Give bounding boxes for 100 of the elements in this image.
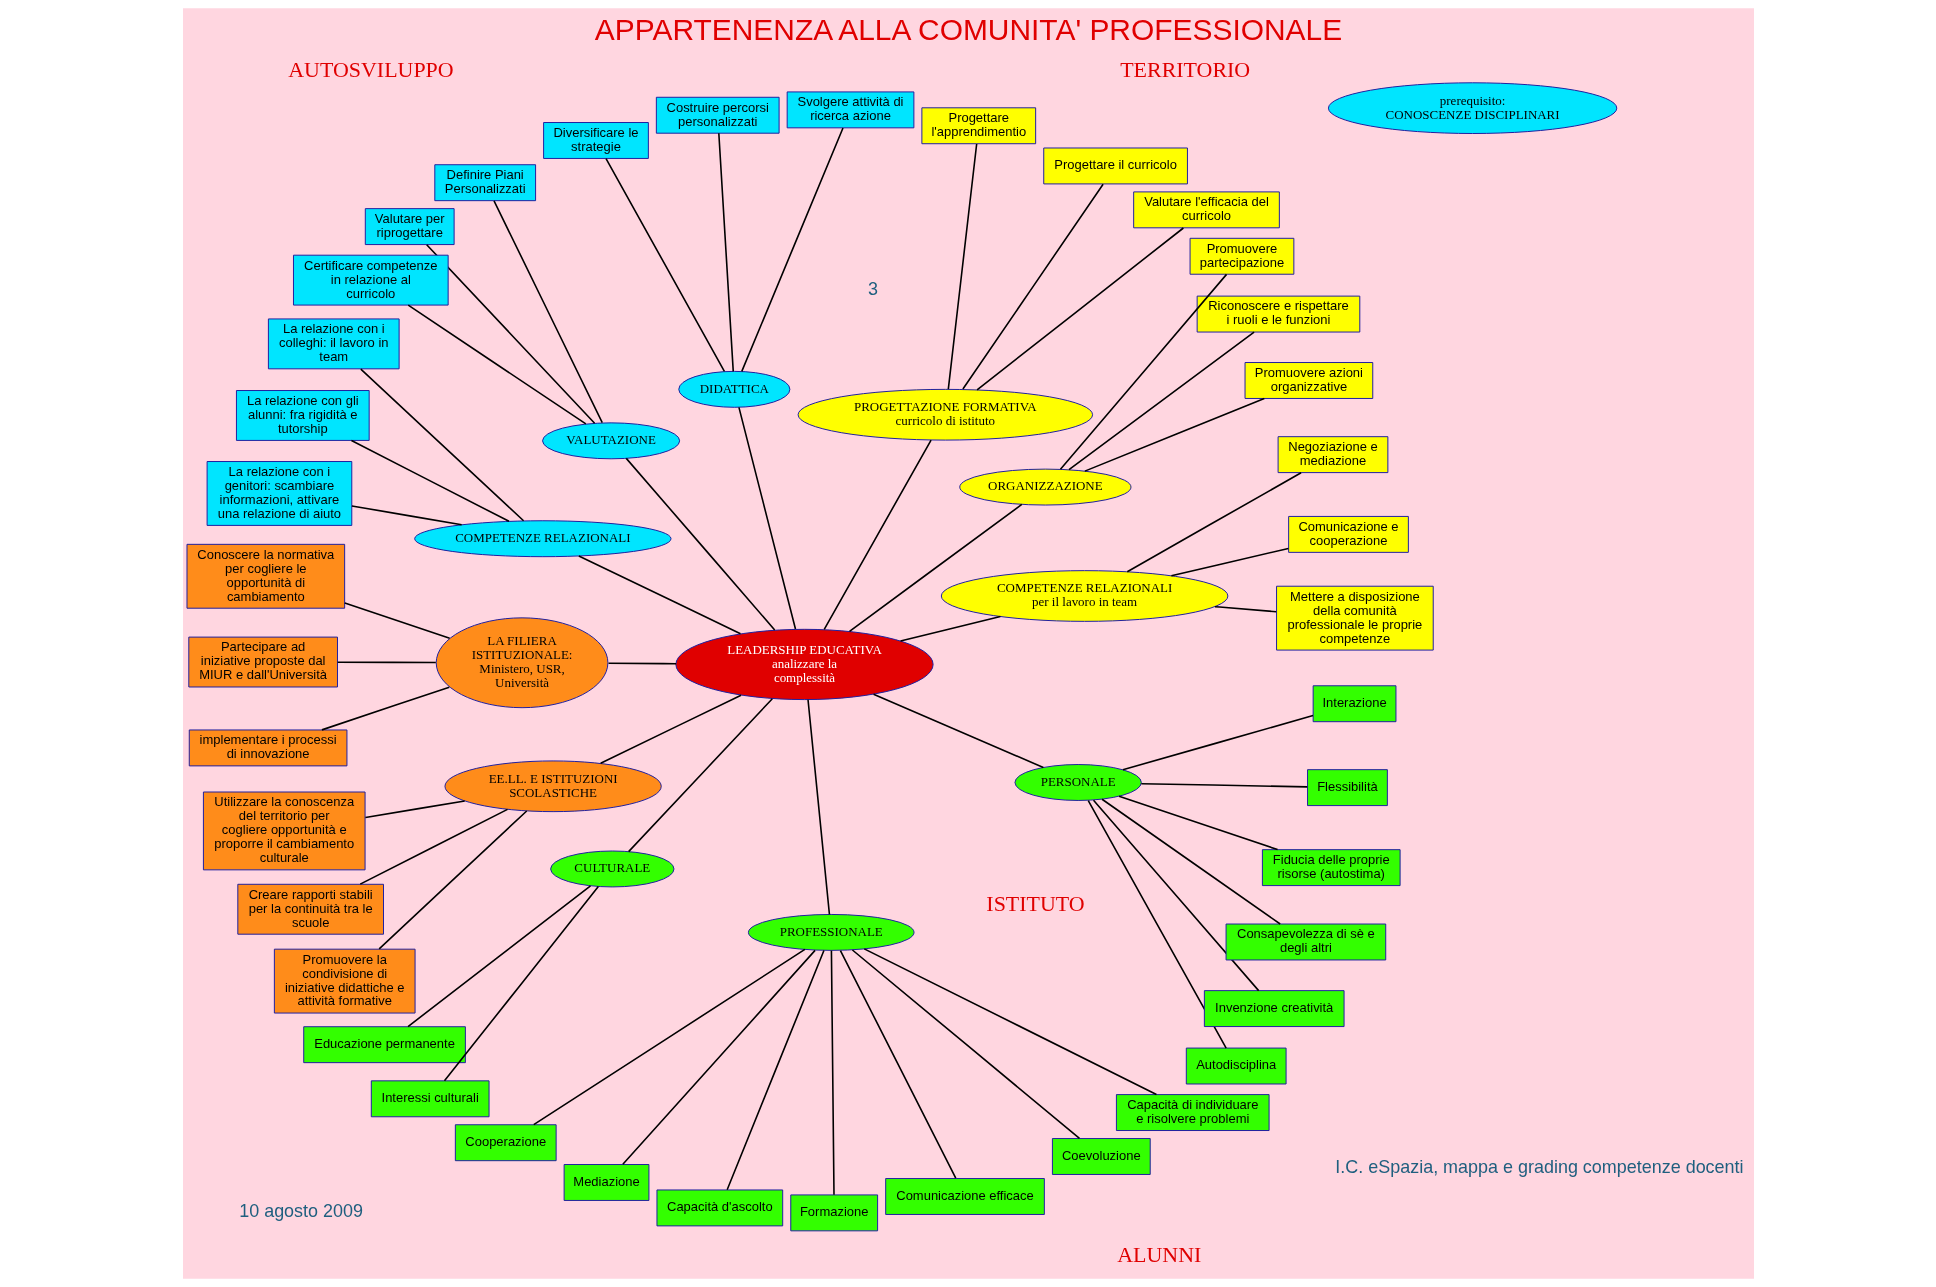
node-box: implementare i processi di innovazione bbox=[188, 729, 347, 767]
connector bbox=[740, 127, 844, 373]
connector bbox=[737, 406, 796, 630]
connector bbox=[532, 948, 806, 1126]
connector bbox=[1059, 273, 1227, 471]
connector bbox=[425, 243, 595, 425]
connector bbox=[406, 304, 587, 425]
connector bbox=[358, 808, 508, 885]
node-box: Fiducia delle proprie risorse (autostima) bbox=[1261, 849, 1401, 887]
connector bbox=[839, 949, 957, 1179]
node-box: La relazione con i genitori: scambiare informazioni, attivare una relazione di aiuto bbox=[206, 461, 352, 526]
node-box: Promuovere partecipazione bbox=[1189, 237, 1294, 275]
label: I.C. eSpazia, mappa e grading competenze docenti bbox=[1334, 1157, 1744, 1178]
node-ellipse: LA FILIERA ISTITUZIONALE: Ministero, USR, Università bbox=[435, 617, 608, 709]
node-box: Formazione bbox=[789, 1194, 878, 1232]
node-box: La relazione con gli alunni: fra rigidità e tutorship bbox=[235, 390, 370, 441]
connector bbox=[350, 505, 462, 526]
connector bbox=[830, 949, 835, 1196]
node-box: Mediazione bbox=[563, 1164, 649, 1201]
connector bbox=[336, 661, 437, 664]
node-ellipse: PROGETTAZIONE FORMATIVA curricolo di istituto bbox=[797, 388, 1093, 441]
node-ellipse: COMPETENZE RELAZIONALI bbox=[413, 520, 672, 558]
node-box: Negoziazione e mediazione bbox=[1277, 436, 1388, 474]
node-box: Interessi culturali bbox=[370, 1080, 490, 1118]
node-box: Definire Piani Personalizzati bbox=[433, 164, 536, 202]
connector bbox=[1092, 799, 1259, 992]
node-box: Educazione permanente bbox=[302, 1026, 466, 1064]
connector bbox=[1213, 605, 1277, 613]
connector bbox=[627, 697, 773, 853]
connector bbox=[599, 694, 742, 765]
node-box: Mettere a disposizione della comunità professionale le proprie competenze bbox=[1275, 585, 1434, 651]
node-ellipse: PROFESSIONALE bbox=[747, 913, 915, 951]
connector bbox=[899, 615, 1001, 642]
connector bbox=[443, 885, 599, 1082]
connector bbox=[364, 800, 465, 819]
node-ellipse: EE.LL. E ISTITUZIONI SCOLASTICHE bbox=[443, 760, 662, 813]
connector bbox=[947, 143, 977, 390]
connector bbox=[359, 368, 524, 522]
connector bbox=[1083, 397, 1265, 472]
node-ellipse: ORGANIZZAZIONE bbox=[958, 468, 1131, 506]
connector bbox=[822, 439, 932, 631]
node-ellipse: CULTURALE bbox=[549, 850, 674, 888]
connector bbox=[624, 457, 775, 631]
connector bbox=[621, 949, 816, 1166]
node-box: Promuovere la condivisione di iniziative didattiche e attività formative bbox=[273, 948, 416, 1014]
diagram-title: APPARTENENZA ALLA COMUNITA' PROFESSIONALE bbox=[594, 13, 1342, 47]
connector bbox=[343, 602, 450, 640]
connector bbox=[1126, 472, 1302, 573]
label: 3 bbox=[867, 279, 878, 300]
node-ellipse: LEADERSHIP EDUCATIVA analizzare la complessità bbox=[674, 628, 934, 701]
node-ellipse: DIDATTICA bbox=[677, 370, 790, 408]
connector bbox=[806, 698, 830, 916]
label: TERRITORIO bbox=[1119, 56, 1250, 82]
node-box: Creare rapporti stabili per la continuità tra le scuole bbox=[236, 883, 384, 935]
node-box: Certificare competenze in relazione al curricolo bbox=[292, 254, 449, 306]
connector bbox=[577, 555, 741, 635]
connector bbox=[975, 227, 1184, 391]
node-box: Invenzione creatività bbox=[1203, 990, 1345, 1028]
connector bbox=[725, 949, 825, 1191]
connector bbox=[851, 949, 1080, 1140]
connector bbox=[350, 439, 510, 523]
connector bbox=[607, 662, 677, 665]
connector bbox=[604, 157, 725, 373]
node-box: Conoscere la normativa per cogliere le opportunità di cambiamento bbox=[186, 543, 345, 609]
node-box: Promuovere azioni organizzative bbox=[1244, 362, 1373, 399]
node-box: Consapevolezza di sè e degli altri bbox=[1225, 923, 1386, 961]
node-box: Cooperazione bbox=[454, 1124, 557, 1162]
node-box: La relazione con i colleghi: il lavoro in team bbox=[267, 318, 400, 370]
node-ellipse: prerequisito: CONOSCENZE DISCIPLINARI bbox=[1327, 82, 1617, 134]
label: ALUNNI bbox=[1116, 1242, 1201, 1268]
connector bbox=[1121, 714, 1314, 771]
connector bbox=[492, 200, 603, 424]
connector bbox=[1086, 799, 1227, 1049]
node-box: Comunicazione e cooperazione bbox=[1287, 515, 1409, 553]
connector bbox=[1140, 782, 1308, 788]
connector bbox=[1117, 795, 1278, 851]
label: ISTITUTO bbox=[985, 891, 1085, 917]
connector bbox=[1170, 547, 1289, 577]
node-box: Utilizzare la conoscenza del territorio per cogliere opportunità e proporre il cambiamento culturale bbox=[202, 791, 366, 871]
node-box: Valutare l'efficacia del curricolo bbox=[1132, 191, 1280, 229]
node-ellipse: PERSONALE bbox=[1013, 764, 1142, 801]
node-ellipse: COMPETENZE RELAZIONALI per il lavoro in team bbox=[940, 570, 1228, 622]
connector bbox=[1100, 798, 1281, 925]
node-box: Interazione bbox=[1312, 685, 1396, 723]
connector bbox=[872, 693, 1044, 769]
connector bbox=[848, 503, 1023, 633]
node-box: Valutare per riprogettare bbox=[364, 208, 455, 246]
label: 10 agosto 2009 bbox=[238, 1201, 363, 1222]
node-box: Partecipare ad iniziative proposte dal MIUR e dall'Università bbox=[187, 636, 338, 688]
connector bbox=[377, 810, 527, 950]
node-box: Riconoscere e rispettare i ruoli e le funzioni bbox=[1196, 295, 1360, 333]
connector bbox=[320, 686, 450, 731]
label: AUTOSVILUPPO bbox=[287, 56, 454, 82]
node-box: Svolgere attività di ricerca azione bbox=[786, 91, 914, 129]
node-box: Diversificare le strategie bbox=[542, 122, 649, 159]
node-box: Progettare il curricolo bbox=[1042, 147, 1188, 185]
connector bbox=[717, 132, 734, 373]
connector bbox=[961, 183, 1104, 390]
connector bbox=[862, 948, 1157, 1096]
node-box: Capacità di individuare e risolvere problemi bbox=[1115, 1094, 1270, 1131]
